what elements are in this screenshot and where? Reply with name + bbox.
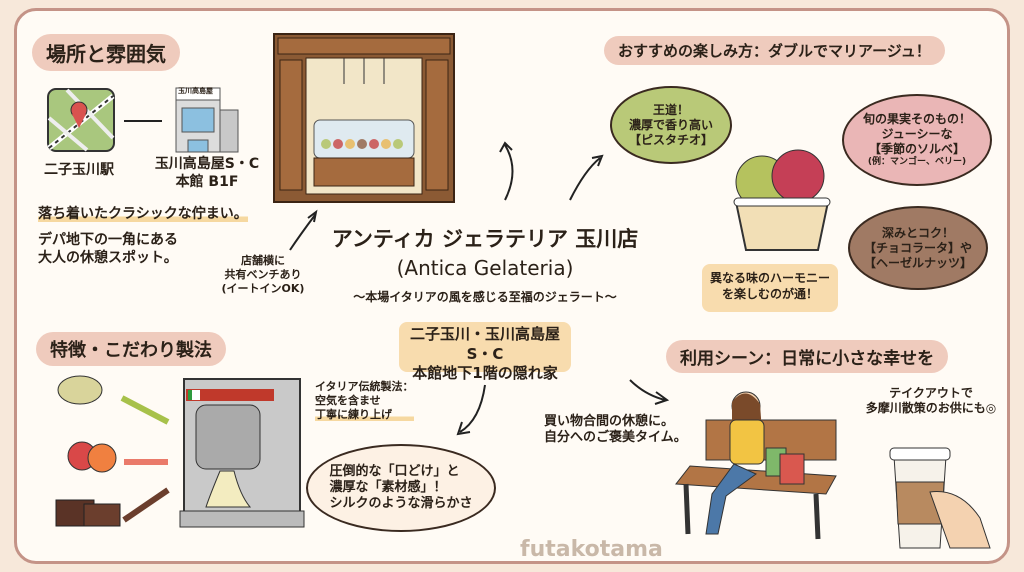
bubble-line: 旬の果実そのもの！ [862,111,971,126]
pistachio-bubble: 王道！濃厚で香り高い【ピスタチオ】 [610,86,732,164]
bubble-line: シルクのような滑らかさ [329,496,473,512]
features-heading: 特徴・こだわり製法 [36,332,226,366]
note-line: テイクアウトで [889,386,973,400]
gelato-shop-illustration [273,33,455,203]
map-pin-icon [47,88,115,152]
bubble-line: (例：マンゴー、ベリー) [867,156,967,167]
note-line: を楽しむのが通！ [721,286,818,301]
building-sign: 玉川高島屋 [178,87,213,95]
bubble-line: 深みとコク！ [881,225,954,240]
bubble-line: 【チョコラータ】や [863,240,972,255]
chocolate-bubble: 深みとコク！【チョコラータ】や【ヘーゼルナッツ】 [848,206,988,290]
bubble-line: 濃厚な「素材感」！ [329,479,447,495]
note-line: 店舗横に [241,254,285,267]
connector-line [124,120,162,122]
watermark: futakotama [520,537,663,562]
note-line: 空気を含ませ [315,393,381,407]
note-line: 買い物合間の休憩に。 [544,414,675,429]
bubble-line: ジューシーな [881,126,953,141]
takeout-cup-illustration [889,447,991,549]
callout-line: 二子玉川・玉川高島屋S・C [409,325,560,363]
ingredients-illustration [55,375,170,527]
callout-line: 本館地下1階の隠れ家 [412,364,558,382]
note-line: 異なる味のハーモニー [709,271,830,285]
note-line: (イートインOK) [221,281,305,295]
bubble-line: 【季節のソルベ】 [868,141,965,156]
desc-line: 大人の休憩スポット。 [38,249,178,266]
note-line: 共有ベンチあり [224,267,302,281]
bubble-line: 圧倒的な「口どけ」と [329,463,460,479]
bubble-line: 王道！ [652,102,689,117]
building-floor: 本館 B1F [175,173,239,190]
shop-tagline: 〜本場イタリアの風を感じる至福のジェラート〜 [353,290,617,304]
scene-heading: 利用シーン：日常に小さな幸せを [666,340,949,373]
bubble-line: 【ヘーゼルナッツ】 [863,255,972,270]
break-note: 買い物合間の休憩に。自分へのご褒美タイム。 [544,414,687,447]
texture-bubble: 圧倒的な「口どけ」と濃厚な「素材感」！シルクのような滑らかさ [306,444,496,532]
bubble-line: 【ピスタチオ】 [628,132,713,147]
takeout-note: テイクアウトで多摩川散策のお供にも◎ [846,386,1016,416]
atmosphere-highlight: 落ち着いたクラシックな佇まい。 [38,206,248,222]
bench-note: 店舗横に共有ベンチあり(イートインOK) [218,254,308,295]
desc-line: デパ地下の一角にある [38,232,178,248]
building-name: 玉川高島屋S・C [154,156,260,172]
atmosphere-text: 落ち着いたクラシックな佇まい。 [38,206,248,224]
shop-title: アンティカ ジェラテリア 玉川店 [331,227,639,251]
bubble-line: 濃厚で香り高い [628,117,713,132]
enjoy-heading: おすすめの楽しみ方：ダブルでマリアージュ！ [604,36,945,65]
note-line: 多摩川散策のお供にも◎ [865,401,997,415]
woman-on-bench-illustration [675,391,837,540]
sorbet-bubble: 旬の果実そのもの！ジューシーな【季節のソルベ】(例：マンゴー、ベリー) [842,94,992,186]
gelato-cup-illustration [733,149,831,251]
note-line: イタリア伝統製法： [315,380,414,393]
harmony-note: 異なる味のハーモニーを楽しむのが通！ [702,264,838,312]
shop-english-name: (Antica Gelateria) [396,256,574,280]
gelato-machine-illustration [179,378,305,528]
location-description: デパ地下の一角にある大人の休憩スポット。 [38,232,178,267]
method-note: イタリア伝統製法：空気を含ませ丁寧に練り上げ [315,380,414,422]
location-heading: 場所と雰囲気 [32,34,180,71]
building-icon [175,87,239,153]
station-label: 二子玉川駅 [44,162,114,178]
note-line: 丁寧に練り上げ [315,407,414,422]
note-line: 自分へのご褒美タイム。 [544,430,687,446]
